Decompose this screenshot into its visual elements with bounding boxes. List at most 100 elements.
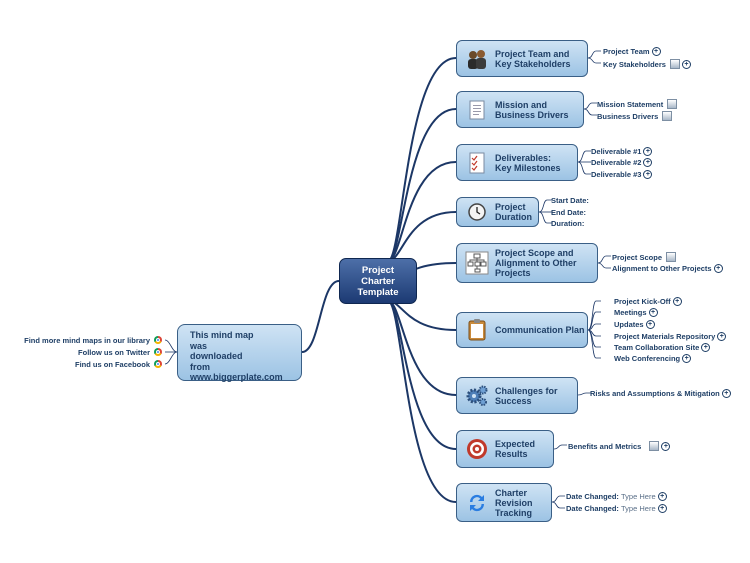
subtopic-collaboration-site[interactable]: Team Collaboration Site+ (614, 343, 711, 352)
subtopic-connector (577, 392, 591, 396)
subtopic-web-conferencing[interactable]: Web Conferencing+ (614, 354, 692, 363)
expand-icon[interactable]: + (657, 504, 667, 513)
chrome-icon (154, 336, 162, 344)
subtopic-end-date[interactable]: End Date: (551, 208, 586, 217)
subtopic-connector (551, 501, 565, 509)
expand-icon[interactable]: + (682, 354, 692, 363)
subtopic-meetings[interactable]: Meetings+ (614, 308, 658, 317)
subtopic-alignment[interactable]: Alignment to Other Projects+ (612, 264, 723, 273)
expand-icon[interactable]: + (661, 441, 671, 451)
topic-project-team[interactable]: Project Team and Key Stakeholders (456, 40, 588, 77)
subtopic-value[interactable]: Type Here (621, 492, 656, 501)
checklist-icon (465, 151, 489, 175)
target-icon (465, 437, 489, 461)
subtopic-benefits[interactable]: Benefits and Metrics+ (568, 441, 671, 451)
subtopic-project-team[interactable]: Project Team+ (603, 47, 661, 56)
refresh-icon (465, 491, 489, 515)
subtopic-deliverable-1[interactable]: Deliverable #1+ (591, 147, 653, 156)
topic-label: Expected Results (495, 439, 536, 459)
expand-icon[interactable]: + (717, 332, 727, 341)
subtopic-label: Project Scope (612, 252, 663, 262)
expand-icon[interactable]: + (657, 492, 667, 501)
subtopic-connector (587, 300, 601, 331)
subtopic-materials-repository[interactable]: Project Materials Repository+ (614, 332, 727, 341)
subtopic-connector (577, 161, 591, 175)
topic-expected-results[interactable]: Expected Results (456, 430, 554, 468)
expand-icon[interactable]: + (643, 170, 653, 179)
note-icon[interactable] (669, 59, 680, 69)
note-icon[interactable] (649, 441, 660, 451)
expand-icon[interactable]: + (643, 158, 653, 167)
subtopic-connector (577, 150, 591, 163)
link-connector (164, 351, 178, 365)
subtopic-label: Web Conferencing (614, 354, 681, 363)
biggerplate-promo-topic[interactable]: This mind map was downloaded from www.bi… (177, 324, 302, 382)
expand-icon[interactable]: + (648, 308, 658, 317)
topic-connector (387, 300, 457, 396)
note-icon[interactable] (667, 99, 678, 109)
expand-icon[interactable]: + (645, 320, 655, 329)
expand-icon[interactable]: + (713, 264, 723, 273)
topic-revision-tracking[interactable]: Charter Revision Tracking (456, 483, 552, 522)
expand-icon[interactable]: + (651, 47, 661, 56)
topic-duration[interactable]: Project Duration (456, 197, 539, 227)
subtopic-business-drivers[interactable]: Business Drivers (597, 111, 673, 121)
subtopic-deliverable-3[interactable]: Deliverable #3+ (591, 170, 653, 179)
topic-label: Challenges for Success (495, 385, 558, 406)
document-icon (465, 98, 489, 122)
subtopic-updates[interactable]: Updates+ (614, 320, 655, 329)
subtopic-label: Mission Statement (597, 99, 664, 109)
expand-icon[interactable]: + (672, 297, 682, 306)
subtopic-start-date[interactable]: Start Date: (551, 196, 589, 205)
subtopic-label: Updates (614, 320, 644, 329)
subtopic-label: Meetings (614, 308, 647, 317)
topic-label: Communication Plan (495, 325, 585, 335)
subtopic-connector (587, 50, 601, 59)
subtopic-mission-statement[interactable]: Mission Statement (597, 99, 678, 109)
subtopic-label: Risks and Assumptions & Mitigation (590, 389, 720, 398)
subtopic-label: Project Materials Repository (614, 332, 716, 341)
subtopic-duration[interactable]: Duration: (551, 219, 584, 228)
subtopic-key-stakeholders[interactable]: Key Stakeholders+ (603, 59, 691, 69)
expand-icon[interactable]: + (721, 389, 731, 398)
topic-connector (387, 108, 457, 262)
subtopic-label: Start Date: (551, 196, 589, 205)
note-icon[interactable] (662, 111, 673, 121)
subtopic-value[interactable]: Type Here (621, 504, 656, 513)
subtopic-label: Date Changed: (566, 492, 619, 501)
subtopic-connector (583, 102, 597, 110)
subtopic-label: Date Changed: (566, 504, 619, 513)
subtopic-date-changed-1[interactable]: Date Changed: Type Here+ (566, 492, 667, 501)
clipboard-icon (465, 318, 489, 342)
subtopic-label: Business Drivers (597, 111, 659, 121)
topic-connector (387, 57, 457, 262)
subtopic-deliverable-2[interactable]: Deliverable #2+ (591, 158, 653, 167)
twitter-link[interactable]: Follow us on Twitter (78, 348, 150, 357)
people-icon (465, 47, 489, 71)
subtopic-label: Deliverable #2 (591, 158, 642, 167)
subtopic-label: Alignment to Other Projects (612, 264, 712, 273)
expand-icon[interactable]: + (701, 343, 711, 352)
subtopic-label: Deliverable #3 (591, 170, 642, 179)
subtopic-project-scope[interactable]: Project Scope (612, 252, 677, 262)
facebook-link[interactable]: Find us on Facebook (74, 360, 150, 369)
expand-icon[interactable]: + (681, 59, 691, 69)
subtopic-kick-off[interactable]: Project Kick-Off+ (614, 297, 682, 306)
topic-communication[interactable]: Communication Plan (456, 312, 588, 348)
topic-deliverables[interactable]: Deliverables: Key Milestones (456, 144, 578, 181)
topic-scope[interactable]: Project Scope and Alignment to Other Pro… (456, 243, 598, 283)
subtopic-connector (597, 262, 611, 269)
topic-mission[interactable]: Mission and Business Drivers (456, 91, 584, 128)
subtopic-risks[interactable]: Risks and Assumptions & Mitigation+ (590, 389, 731, 398)
subtopic-date-changed-2[interactable]: Date Changed: Type Here+ (566, 504, 667, 513)
subtopic-label: Team Collaboration Site (614, 343, 700, 352)
central-topic[interactable]: Project Charter Template (339, 258, 417, 304)
expand-icon[interactable]: + (643, 147, 653, 156)
note-icon[interactable] (666, 252, 677, 262)
subtopic-label: Project Team (603, 47, 650, 56)
gears-icon (465, 384, 489, 408)
topic-challenges[interactable]: Challenges for Success (456, 377, 578, 414)
topic-label: Project Team and Key Stakeholders (495, 48, 571, 69)
library-link[interactable]: Find more mind maps in our library (24, 336, 150, 345)
